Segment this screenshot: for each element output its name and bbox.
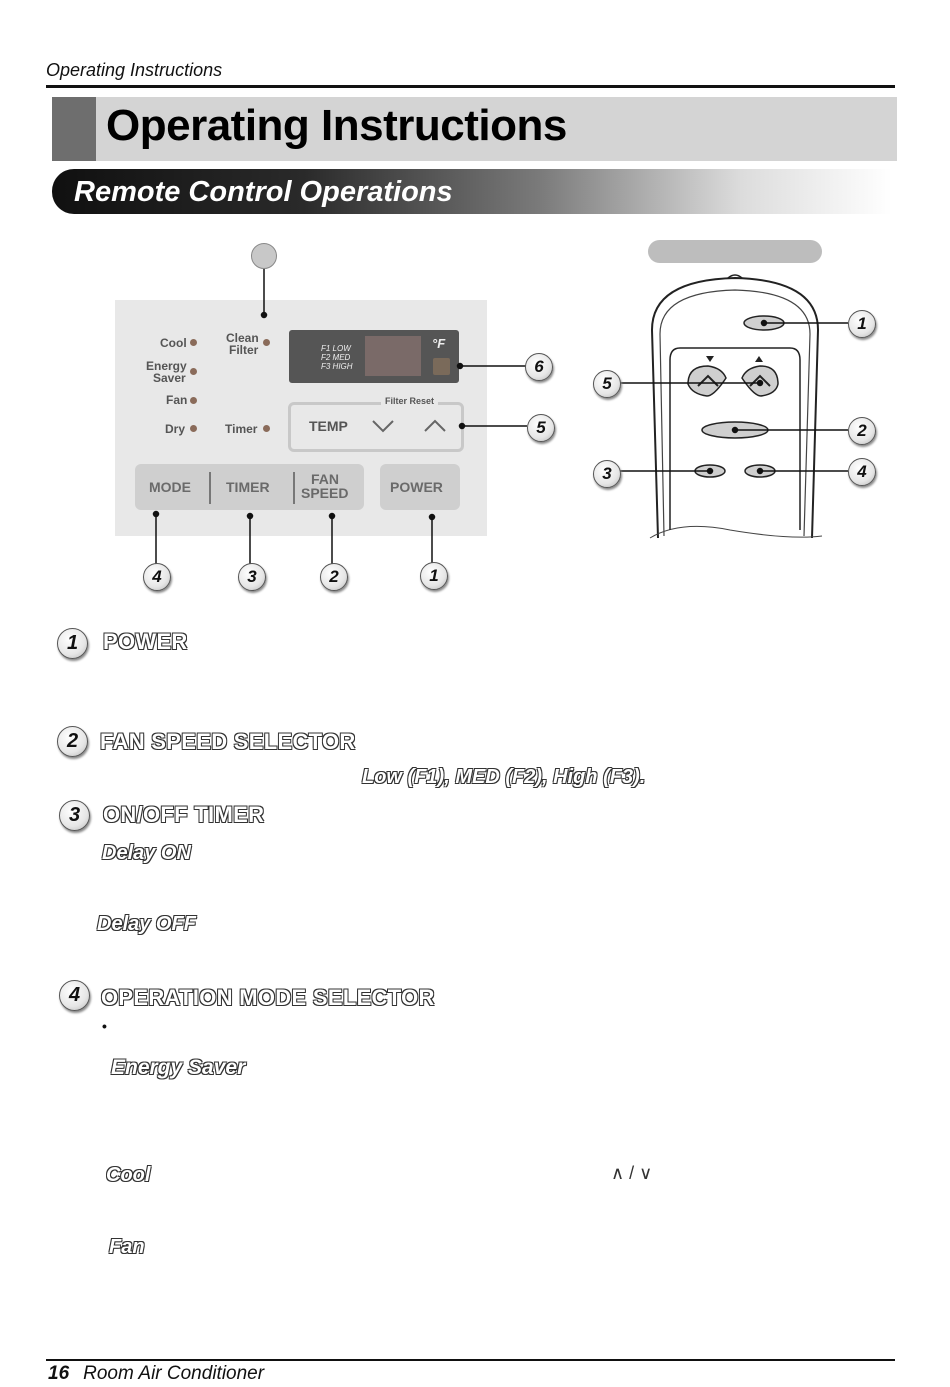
panel-callout-blank [251, 243, 277, 269]
legend-f1: F1 LOW [321, 344, 351, 353]
panel-callout-4: 4 [143, 563, 171, 591]
temp-down-icon [372, 420, 394, 433]
footer-title: Room Air Conditioner [83, 1363, 265, 1384]
remote-label-bar [648, 240, 822, 263]
indicator-energy-saver-led [190, 368, 197, 375]
remote-callout-5: 5 [593, 370, 621, 398]
panel-leader-lines [152, 268, 527, 564]
title-tab [52, 97, 96, 161]
indicator-fan-led [190, 397, 197, 404]
indicator-cool-led [190, 339, 197, 346]
temp-control-group: Filter Reset TEMP [288, 396, 464, 452]
footer: 16 Room Air Conditioner [48, 1363, 264, 1385]
delay-off-label: Delay OFF [97, 913, 196, 935]
fan-speed-line2: SPEED [301, 485, 349, 501]
running-header: Operating Instructions [46, 60, 223, 80]
panel-callout-1: 1 [420, 562, 448, 590]
temp-label: TEMP [309, 418, 348, 434]
indicator-clean-filter-led [263, 339, 270, 346]
power-button-label: POWER [390, 479, 443, 495]
panel-callout-5: 5 [527, 414, 555, 442]
fan-label: Fan [109, 1236, 145, 1258]
delay-on-label: Delay ON [102, 842, 191, 864]
item-4-number: 4 [59, 980, 90, 1011]
cool-arrows: ∧ / ∨ [611, 1163, 653, 1183]
remote-callout-1: 1 [848, 310, 876, 338]
item-2-number: 2 [57, 726, 88, 757]
section-title: Remote Control Operations [74, 176, 453, 208]
page-number: 16 [48, 1363, 70, 1384]
digital-display: F1 LOW F2 MED F3 HIGH °F [289, 330, 459, 383]
legend-f2: F2 MED [321, 353, 351, 362]
remote-callout-2: 2 [848, 417, 876, 445]
panel-callout-2: 2 [320, 563, 348, 591]
item-2-heading: FAN SPEED SELECTOR [100, 729, 356, 754]
indicator-fan-label: Fan [166, 393, 188, 407]
item-1-number: 1 [57, 628, 88, 659]
energy-saver-label: Energy Saver [111, 1056, 246, 1079]
panel-callout-3: 3 [238, 563, 266, 591]
item-4-heading: OPERATION MODE SELECTOR [101, 985, 435, 1010]
mode-button: MODE [149, 479, 191, 495]
page-title-band: Operating Instructions [52, 97, 897, 161]
indicator-cool-label: Cool [160, 336, 187, 350]
fan-speed-options: Low (F1), MED (F2), High (F3). [362, 766, 646, 788]
control-panel-diagram: Cool Energy Saver Fan Dry Clean Filter T… [115, 300, 487, 536]
item-1-heading: POWER [103, 629, 188, 654]
indicator-clean-label: Clean [226, 331, 259, 345]
indicator-dry-label: Dry [165, 422, 186, 436]
display-unit: °F [432, 336, 446, 351]
display-digits [365, 336, 421, 376]
footer-rule [46, 1359, 895, 1361]
filter-reset-label: Filter Reset [381, 396, 439, 406]
cool-label: Cool [106, 1164, 151, 1186]
page-title: Operating Instructions [106, 101, 567, 150]
panel-callout-6: 6 [525, 353, 553, 381]
bullet-point: • [102, 1018, 107, 1034]
fan-speed-line1: FAN [311, 471, 339, 487]
indicator-timer-label: Timer [225, 422, 258, 436]
indicator-dry-led [190, 425, 197, 432]
power-button: POWER [380, 464, 460, 510]
item-3-number: 3 [59, 800, 90, 831]
item-3-heading: ON/OFF TIMER [103, 802, 265, 827]
display-indicator-square [433, 358, 450, 375]
indicator-energy-label: Energy [146, 359, 187, 373]
section-title-band: Remote Control Operations [52, 169, 892, 214]
panel-button-bar: MODE TIMER FAN SPEED [135, 464, 364, 510]
remote-control-diagram [619, 274, 848, 539]
display-fan-legend: F1 LOW F2 MED F3 HIGH [321, 344, 353, 371]
indicator-timer-led [263, 425, 270, 432]
button-divider [209, 472, 211, 504]
timer-button: TIMER [226, 479, 270, 495]
header-rule [46, 85, 895, 88]
temp-up-icon [424, 419, 446, 432]
button-divider [293, 472, 295, 504]
remote-callout-3: 3 [593, 460, 621, 488]
indicator-filter-label: Filter [229, 343, 259, 357]
indicator-saver-label: Saver [153, 371, 186, 385]
legend-f3: F3 HIGH [321, 362, 353, 371]
remote-callout-4: 4 [848, 458, 876, 486]
